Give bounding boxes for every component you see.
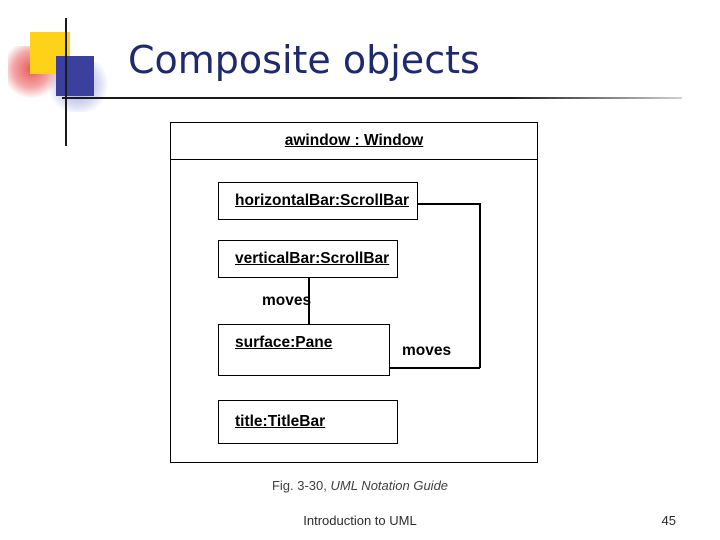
part-horizontalbar: horizontalBar:ScrollBar xyxy=(218,182,418,220)
uml-composite-diagram: awindow : Window horizontalBar:ScrollBar… xyxy=(170,122,540,465)
part-surface: surface:Pane xyxy=(218,324,390,376)
link-label-moves-vertical: moves xyxy=(262,292,312,309)
link-bracket-top-segment xyxy=(418,203,480,205)
link-label-moves-bracket: moves xyxy=(402,342,452,359)
footer-text: Introduction to UML xyxy=(303,513,417,528)
composite-object-name: awindow : Window xyxy=(170,122,538,160)
title-divider xyxy=(62,97,682,99)
page-title: Composite objects xyxy=(128,38,480,82)
part-titlebar: title:TitleBar xyxy=(218,400,398,444)
part-titlebar-label: title:TitleBar xyxy=(235,413,326,430)
part-horizontalbar-label: horizontalBar:ScrollBar xyxy=(235,192,409,209)
link-bracket-right-segment xyxy=(479,203,481,368)
figure-caption: Fig. 3-30, UML Notation Guide xyxy=(0,478,720,493)
link-bracket-bottom-segment xyxy=(390,367,480,369)
page-number: 45 xyxy=(661,513,676,528)
link-vertical-segment xyxy=(308,278,310,324)
decoration-blue-square xyxy=(56,56,94,96)
slide-decoration xyxy=(0,0,120,146)
figure-caption-prefix: Fig. 3-30, xyxy=(271,478,331,493)
part-surface-label: surface:Pane xyxy=(235,334,333,351)
part-verticalbar-label: verticalBar:ScrollBar xyxy=(235,250,390,267)
part-verticalbar: verticalBar:ScrollBar xyxy=(218,240,398,278)
decoration-vertical-line xyxy=(65,18,67,146)
composite-object-name-label: awindow : Window xyxy=(284,131,424,149)
figure-caption-source: UML Notation Guide xyxy=(330,478,449,493)
